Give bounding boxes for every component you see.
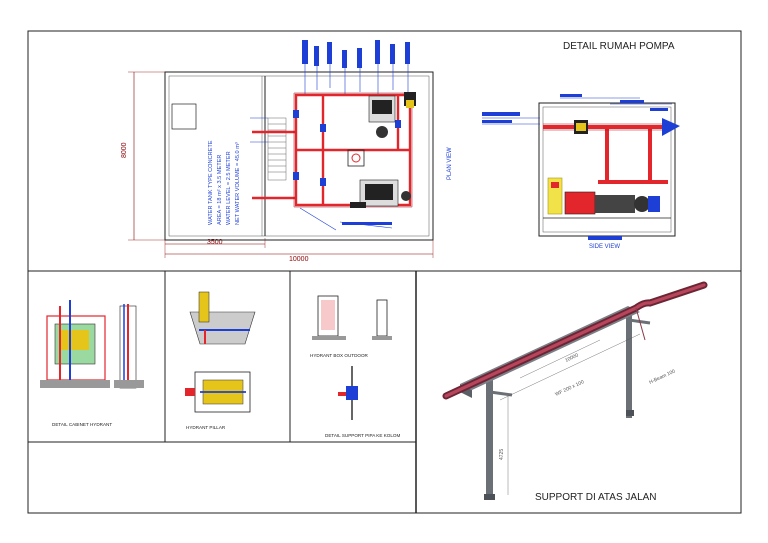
tank-note-3: WATER LEVEL = 2.5 METER — [226, 151, 232, 225]
detail-cabinet-label: DETAIL CABINET HYDRANT — [52, 422, 112, 427]
support-dim-height: 4725 — [499, 449, 505, 460]
side-view: SIDE VIEW — [482, 94, 680, 250]
support-beam-label: WF 200 x 100 — [554, 379, 585, 398]
sheet-border — [27, 30, 742, 514]
detail-cabinet-hydrant: DETAIL CABINET HYDRANT — [40, 300, 144, 427]
plan-dim-height: 8000 — [121, 142, 128, 158]
hydrant-box-detail: HYDRANT BOX OUTDOOR DETAIL SUPPORT PIPA … — [310, 295, 400, 438]
support-detail-label: DETAIL SUPPORT PIPA KE KOLOM — [325, 433, 400, 438]
tank-note-1: WATER TANK TYPE CONCRETE — [208, 140, 214, 225]
title-detail-rumah-pompa: DETAIL RUMAH POMPA — [563, 41, 675, 52]
plan-dim-left-width: 3500 — [207, 239, 223, 246]
tank-note-2: AREA = 18 m² x 3.5 METER — [217, 155, 223, 225]
tank-note-4: NET WATER VOLUME = 45.0 m³ — [235, 142, 241, 225]
hydrant-box-label: HYDRANT BOX OUTDOOR — [310, 353, 369, 358]
plan-view: 8000 3500 10000 WATER TANK TYPE CONCRETE… — [121, 40, 453, 263]
hydrant-pillar-label: HYDRANT PILLAR — [186, 425, 226, 430]
plan-view-label: PLAN VIEW — [447, 147, 453, 180]
support-column-label: H-Beam 100 — [648, 368, 676, 385]
support-3d-view: 10000 WF 200 x 100 H-Beam 100 4725 — [442, 281, 708, 500]
title-support-di-atas-jalan: SUPPORT DI ATAS JALAN — [535, 492, 657, 503]
side-view-label: SIDE VIEW — [589, 244, 620, 250]
plan-dim-total-width: 10000 — [289, 256, 309, 263]
hydrant-pillar-detail: HYDRANT PILLAR — [185, 291, 256, 430]
support-dim-length: 10000 — [564, 352, 579, 363]
